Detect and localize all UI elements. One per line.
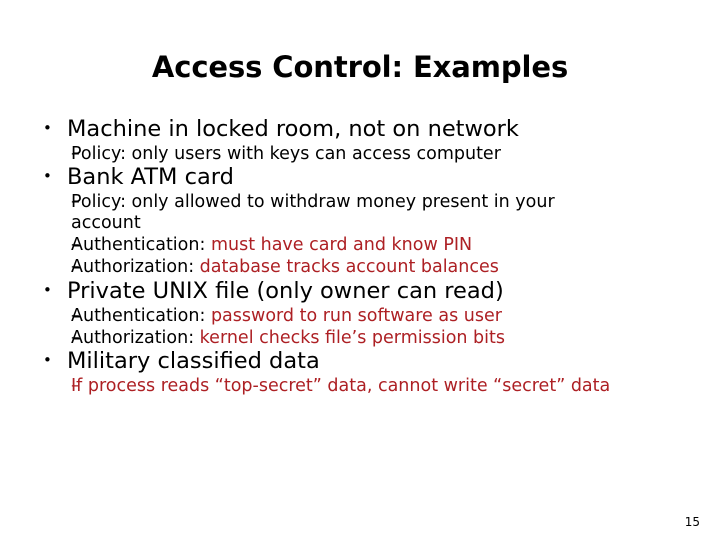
sub-bullet-item: –Authentication: must have card and know…: [34, 235, 646, 255]
sub-bullet-list: –Policy: only allowed to withdraw money …: [34, 192, 646, 277]
bullet-label: Military classified data: [67, 348, 320, 375]
sub-bullet-text: Authorization: kernel checks file’s perm…: [71, 328, 616, 348]
bullet-group: • Military classified data–If process rea…: [34, 348, 646, 396]
sub-bullet-item: –If process reads “top-secret” data, can…: [34, 376, 646, 396]
sub-bullet-text: If process reads “top-secret” data, cann…: [71, 376, 616, 396]
sub-bullet-text: Authentication: must have card and know …: [71, 235, 616, 255]
bullet-label: Private UNIX file (only owner can read): [67, 277, 504, 304]
sub-bullet-list: –If process reads “top-secret” data, can…: [34, 376, 646, 396]
sub-bullet-item: –Policy: only allowed to withdraw money …: [34, 192, 646, 233]
sub-bullet-text: Authorization: database tracks account b…: [71, 257, 616, 277]
bullet-item: • Private UNIX file (only owner can read): [34, 278, 646, 304]
sub-bullet-dash-icon: –: [71, 235, 80, 256]
sub-bullet-list: –Authentication: password to run softwar…: [34, 306, 646, 349]
sub-bullet-text: Policy: only users with keys can access …: [71, 144, 616, 164]
bullet-label: Bank ATM card: [67, 164, 234, 191]
bullet-group: •Bank ATM card–Policy: only allowed to w…: [34, 164, 646, 277]
sub-bullet-list: –Policy: only users with keys can access…: [34, 144, 646, 164]
sub-bullet-dash-icon: –: [71, 305, 80, 326]
sub-bullet-item: –Policy: only users with keys can access…: [34, 144, 646, 164]
sub-bullet-accent: If process reads “top-secret” data, cann…: [71, 376, 611, 397]
sub-bullet-item: –Authorization: kernel checks file’s per…: [34, 328, 646, 348]
sub-bullet-accent: must have card and know PIN: [210, 235, 473, 256]
sub-bullet-text: Policy: only allowed to withdraw money p…: [71, 192, 616, 233]
bullet-list: •Machine in locked room, not on network–…: [34, 116, 646, 397]
sub-bullet-lead: Policy: only allowed to withdraw money p…: [71, 192, 555, 233]
sub-bullet-dash-icon: –: [71, 192, 80, 213]
sub-bullet-accent: kernel checks file’s permission bits: [199, 328, 506, 349]
sub-bullet-lead: Authentication:: [71, 305, 211, 326]
bullet-label: Machine in locked room, not on network: [67, 116, 519, 142]
sub-bullet-lead: Policy: only users with keys can access …: [71, 144, 501, 165]
bullet-dot-icon: •: [43, 119, 52, 137]
bullet-item: • Machine in locked room, not on network: [34, 116, 646, 142]
sub-bullet-text: Authentication: password to run software…: [71, 306, 616, 326]
sub-bullet-lead: Authorization:: [71, 257, 200, 278]
page-number: 15: [684, 515, 700, 529]
sub-bullet-item: –Authorization: database tracks account …: [34, 257, 646, 277]
sub-bullet-dash-icon: –: [71, 376, 80, 397]
sub-bullet-dash-icon: –: [71, 257, 80, 278]
bullet-dot-icon: •: [43, 167, 52, 186]
sub-bullet-accent: password to run software as user: [210, 305, 502, 326]
sub-bullet-dash-icon: –: [71, 144, 80, 165]
sub-bullet-accent: database tracks account balances: [199, 257, 499, 278]
bullet-group: • Private UNIX file (only owner can read)…: [34, 278, 646, 349]
bullet-dot-icon: •: [43, 351, 52, 370]
bullet-group: • Machine in locked room, not on network–…: [34, 116, 646, 164]
page-title: Access Control: Examples: [151, 50, 569, 84]
bullet-dot-icon: •: [43, 280, 52, 299]
sub-bullet-item: –Authentication: password to run softwar…: [34, 306, 646, 326]
bullet-item: • Military classified data: [34, 348, 646, 374]
bullet-item: • Bank ATM card: [34, 164, 646, 190]
sub-bullet-lead: Authorization:: [71, 328, 200, 349]
sub-bullet-dash-icon: –: [71, 328, 80, 349]
sub-bullet-lead: Authentication:: [71, 235, 211, 256]
